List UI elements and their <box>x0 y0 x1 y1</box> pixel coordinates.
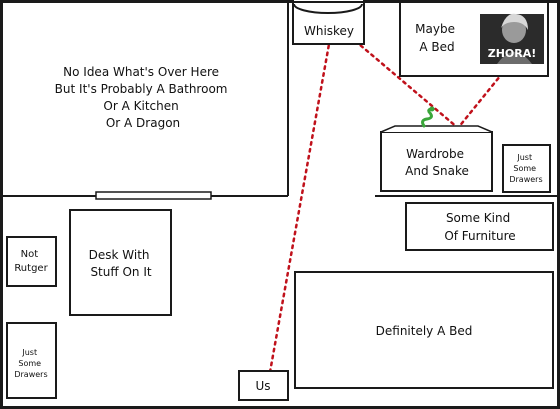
some-furniture-box: Some Kind Of Furniture <box>405 202 554 251</box>
us-label: Us <box>255 379 270 393</box>
definitely-bed-box: Definitely A Bed <box>294 271 554 389</box>
drawers-bottom-box: Just Some Drawers <box>6 322 57 399</box>
not-rutger-line-2: Rutger <box>14 263 48 274</box>
wardrobe-line-2: And Snake <box>405 164 469 178</box>
drawers-bottom-line-2: Some <box>18 359 41 368</box>
drawers-bottom-label: Just Some Drawers <box>14 348 47 379</box>
zhora-badge: ZHORA! <box>488 47 537 60</box>
maybe-bed-box: Maybe A Bed ZHORA! <box>399 1 549 77</box>
unknown-area-line-3: Or A Kitchen <box>103 99 178 113</box>
desk-line-1: Desk With <box>89 248 150 262</box>
some-furniture-line-1: Some Kind <box>446 211 510 225</box>
desk-label: Desk With Stuff On It <box>89 248 154 279</box>
unknown-area-label: No Idea What's Over Here But It's Probab… <box>55 65 232 130</box>
not-rutger-box: Not Rutger <box>6 236 57 287</box>
maybe-bed-label: Maybe A Bed <box>415 22 459 54</box>
definitely-bed-label: Definitely A Bed <box>376 324 473 338</box>
not-rutger-line-1: Not <box>21 249 39 260</box>
drawers-top-label: Just Some Drawers <box>509 153 542 184</box>
us-box: Us <box>238 370 289 401</box>
drawers-top-box: Just Some Drawers <box>502 144 551 193</box>
not-rutger-label: Not Rutger <box>14 249 48 274</box>
wall-window <box>95 191 212 200</box>
portrait-photo: ZHORA! <box>480 13 544 64</box>
unknown-area-line-2: But It's Probably A Bathroom <box>55 82 228 96</box>
some-furniture-line-2: Of Furniture <box>444 229 515 243</box>
wardrobe-label: Wardrobe And Snake <box>405 147 469 178</box>
maybe-bed-line-2: A Bed <box>419 40 454 54</box>
drawers-top-line-2: Some <box>513 164 536 173</box>
unknown-area-line-4: Or A Dragon <box>106 116 180 130</box>
whiskey-label: Whiskey <box>304 24 354 38</box>
drawers-bottom-line-3: Drawers <box>14 370 47 379</box>
wardrobe-box: Wardrobe And Snake <box>380 106 493 192</box>
some-furniture-label: Some Kind Of Furniture <box>444 211 515 243</box>
drawers-top-line-3: Drawers <box>509 175 542 184</box>
drawers-top-line-1: Just <box>516 153 532 162</box>
desk-box: Desk With Stuff On It <box>69 209 172 316</box>
drawers-bottom-line-1: Just <box>21 348 37 357</box>
whiskey-box: Whiskey <box>292 0 365 45</box>
wardrobe-line-1: Wardrobe <box>406 147 464 161</box>
desk-line-2: Stuff On It <box>90 265 151 279</box>
unknown-area-line-1: No Idea What's Over Here <box>63 65 219 79</box>
snake-icon <box>421 106 435 128</box>
maybe-bed-line-1: Maybe <box>415 22 455 36</box>
